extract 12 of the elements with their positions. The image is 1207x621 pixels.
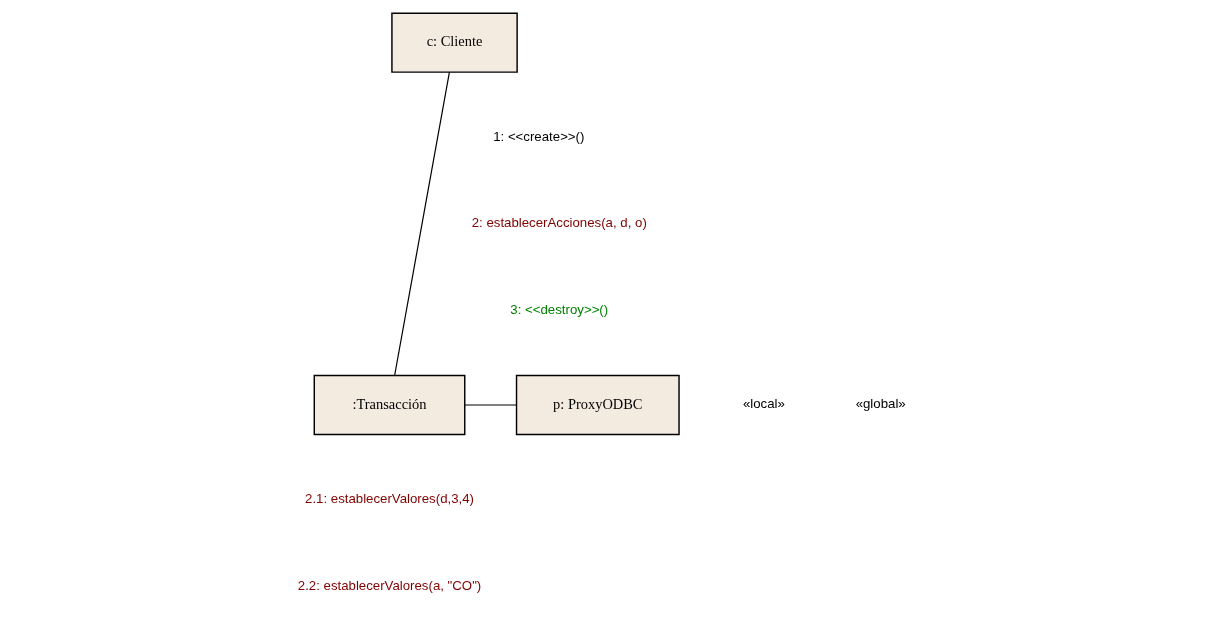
label: 2: establecerAcciones(a, d, o) <box>471 215 647 231</box>
label: «local» <box>742 396 785 412</box>
node-box: c: Cliente <box>391 12 518 73</box>
label: 2.1: establecerValores(d,3,4) <box>305 490 474 506</box>
label: «global» <box>855 396 906 412</box>
connector <box>394 71 450 376</box>
node-box: :Transacción <box>313 374 466 436</box>
label: 3: <<destroy>>() <box>510 301 609 317</box>
label: 2.2: establecerValores(a, "CO") <box>297 577 482 593</box>
connector <box>464 404 517 406</box>
label: 1: <<create>>() <box>493 128 585 144</box>
node-box: p: ProxyODBC <box>515 374 680 436</box>
